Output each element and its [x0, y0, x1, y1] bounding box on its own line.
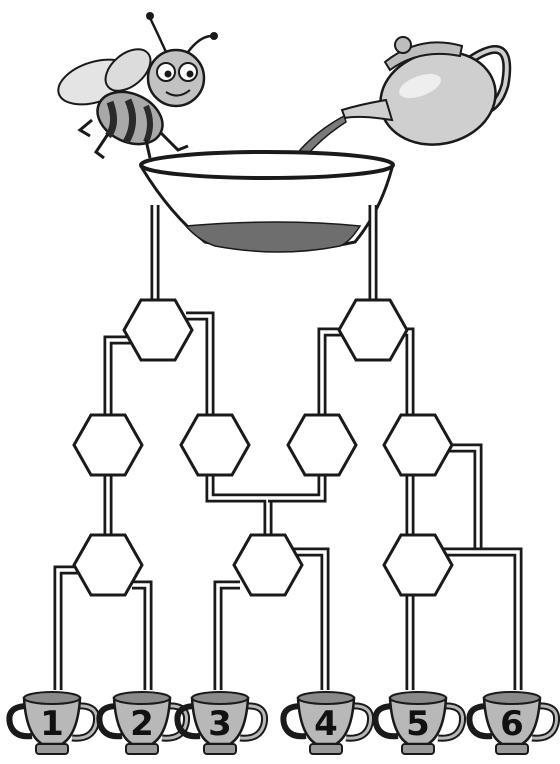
cup-handle [6, 703, 33, 740]
teapot-highlight [399, 73, 441, 99]
cup-handle [96, 703, 123, 740]
cup-number-label: 5 [406, 704, 430, 744]
cup-rim [483, 691, 541, 705]
cup-6: 6 [466, 691, 560, 755]
pipe-segment-inner [440, 446, 480, 554]
cup-3: 3 [174, 691, 269, 755]
cup-number-label: 4 [314, 704, 338, 744]
junction-hexagon [72, 413, 144, 477]
bee-leg [158, 130, 189, 152]
cup-handle-inner [345, 704, 373, 740]
cup-rim [23, 691, 81, 705]
bowl-rim [139, 150, 395, 180]
teapot-spout [340, 98, 394, 122]
cup-handle [174, 703, 201, 740]
pipe-segment [440, 547, 523, 690]
pipe-segment-inner [186, 314, 212, 420]
bee-stripe [105, 100, 117, 139]
pipe-segment-inner [440, 550, 520, 690]
funnel-bowl [139, 150, 395, 253]
pipe-segment-inner [268, 472, 324, 500]
cup-handle [372, 703, 399, 740]
junction-hexagon [382, 533, 454, 597]
pipe-segment-inner [132, 583, 150, 690]
junction-hexagon [232, 533, 304, 597]
cup-handle [280, 703, 307, 740]
cup-foot [125, 743, 159, 755]
pipe-segment-inner [208, 472, 270, 540]
cup-handle-inner [161, 704, 189, 740]
junction-hexagon [286, 413, 358, 477]
cup-handle-inner [437, 704, 465, 740]
bowl-tea [184, 221, 362, 253]
cup-foot [401, 743, 435, 755]
cup-4: 4 [280, 691, 375, 755]
pipe-segment [132, 580, 153, 690]
bee-antenna [148, 17, 168, 53]
bee-antenna-tip [146, 12, 154, 20]
cup-1: 1 [6, 691, 101, 755]
cup-foot [203, 743, 237, 755]
pipe-segment [213, 580, 240, 690]
bee-illustration [57, 12, 218, 160]
pipe-segment-inner [286, 550, 327, 690]
bee-antenna-tip [210, 32, 218, 40]
bee-stripe [143, 104, 153, 144]
cup-foot [495, 743, 529, 755]
cup-handle-inner [71, 704, 99, 740]
cup-handle-inner [239, 704, 267, 740]
bee-leg [77, 118, 93, 138]
cup-handle-inner [531, 704, 559, 740]
cup-handle [466, 703, 493, 740]
cup-number-label: 2 [130, 704, 154, 744]
cup-2: 2 [96, 691, 191, 755]
pipe-segment [53, 565, 86, 690]
pipe-segment [440, 443, 483, 557]
cup-rim [113, 691, 171, 705]
bee-smile [165, 89, 191, 97]
bee-stripe [122, 98, 136, 144]
junction-hexagons [72, 298, 454, 597]
junction-hexagon [382, 413, 454, 477]
cup-rim [297, 691, 355, 705]
junction-hexagon [122, 298, 194, 362]
junction-hexagon [72, 533, 144, 597]
cup-row: 1 2 3 4 5 6 [6, 691, 560, 755]
cup-rim [389, 691, 447, 705]
bee-pupil [164, 70, 172, 78]
cup-number-label: 6 [500, 704, 524, 744]
junction-hexagon [179, 413, 251, 477]
bee-pupil [186, 70, 194, 78]
teapot-lid-knob [394, 36, 412, 54]
cup-foot [309, 743, 343, 755]
pipe-segment-inner [216, 583, 240, 690]
cup-rim [191, 691, 249, 705]
junction-hexagon [337, 298, 409, 362]
cup-number-label: 1 [40, 704, 64, 744]
bee-leg [93, 133, 110, 160]
bee-leg [144, 139, 152, 159]
bee-wing-front [104, 48, 152, 92]
cup-number-label: 3 [208, 704, 232, 744]
pipe-segment [205, 472, 273, 540]
bee-antenna [187, 34, 213, 53]
pipe-segment [317, 327, 348, 420]
cup-foot [35, 743, 69, 755]
cup-5: 5 [372, 691, 467, 755]
